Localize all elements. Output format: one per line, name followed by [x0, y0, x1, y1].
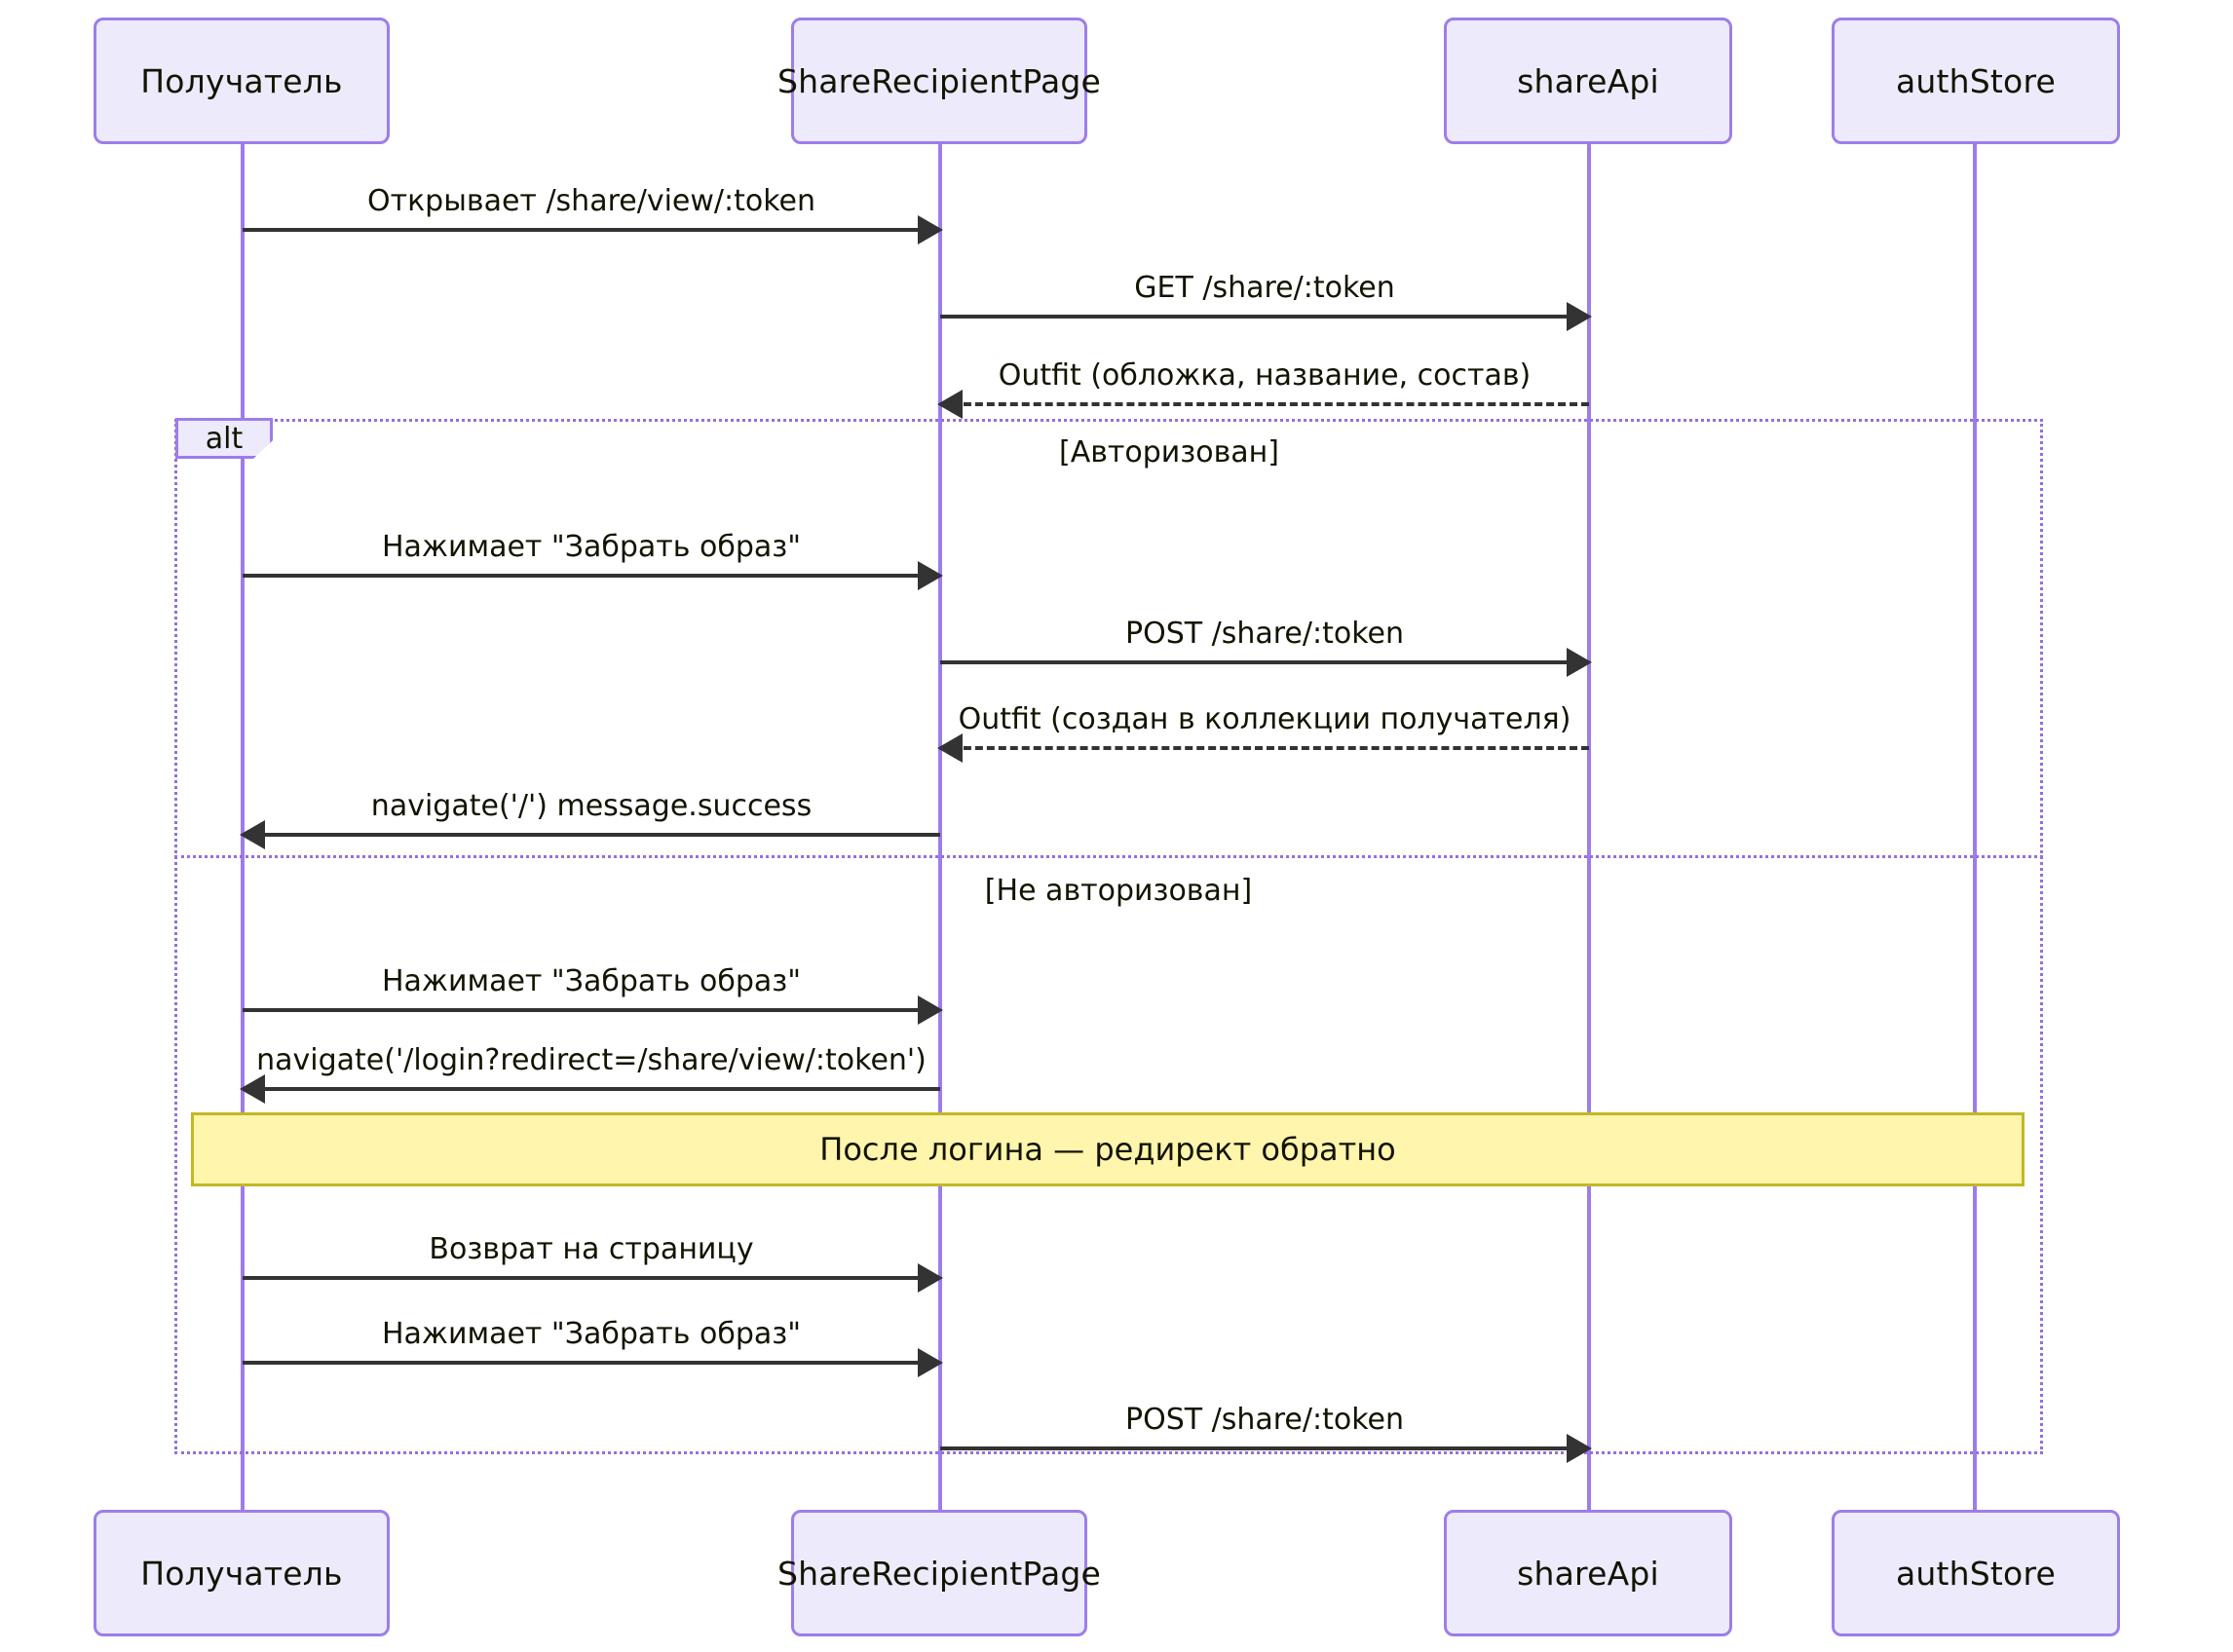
message-label: Нажимает "Забрать образ"	[381, 964, 802, 998]
alt-branch-condition-1: [Авторизован]	[1059, 435, 1279, 469]
message-line	[243, 574, 940, 578]
message-label: Outfit (обложка, название, состав)	[998, 358, 1532, 393]
message-line	[243, 1008, 940, 1012]
message-line	[243, 833, 940, 837]
participant-page-top[interactable]: ShareRecipientPage	[777, 18, 1101, 144]
participant-recipient-top[interactable]: Получатель	[94, 18, 390, 144]
message-label: GET /share/:token	[1134, 271, 1395, 305]
message-line	[243, 1276, 940, 1280]
arrowhead-left-icon	[240, 1074, 265, 1104]
alt-branch-condition-2: [Не авторизован]	[985, 874, 1252, 908]
lifeline-page	[938, 144, 942, 1512]
message-line	[940, 402, 1589, 406]
participant-label: ShareRecipientPage	[776, 1554, 1102, 1593]
message-label: Открывает /share/view/:token	[366, 184, 816, 218]
message-label: POST /share/:token	[1125, 1403, 1404, 1437]
note-text: После логина — редирект обратно	[819, 1131, 1396, 1168]
participant-label: ShareRecipientPage	[776, 61, 1102, 100]
participant-label: shareApi	[1517, 61, 1659, 100]
participant-shareapi-top[interactable]: shareApi	[1444, 18, 1732, 144]
alt-condition-text: [Не авторизован]	[984, 874, 1253, 908]
arrowhead-right-icon	[918, 561, 943, 590]
arrowhead-right-icon	[1567, 302, 1592, 331]
message-label: Нажимает "Забрать образ"	[381, 1317, 802, 1351]
participant-authstore-bottom[interactable]: authStore	[1832, 1510, 2120, 1636]
arrowhead-right-icon	[918, 995, 943, 1025]
message-label: Возврат на страницу	[429, 1232, 754, 1266]
arrowhead-right-icon	[1567, 1434, 1592, 1463]
participant-label: authStore	[1895, 1554, 2056, 1593]
arrowhead-right-icon	[918, 1263, 943, 1293]
message-label: POST /share/:token	[1125, 617, 1404, 651]
alt-condition-text: [Авторизован]	[1059, 435, 1279, 469]
message-line	[940, 660, 1589, 664]
message-line	[940, 1446, 1589, 1450]
arrowhead-right-icon	[918, 1348, 943, 1377]
message-label: Outfit (создан в коллекции получателя)	[958, 702, 1571, 736]
arrowhead-left-icon	[240, 820, 265, 849]
message-label: Нажимает "Забрать образ"	[381, 530, 802, 564]
arrowhead-left-icon	[937, 733, 963, 763]
participant-authstore-top[interactable]: authStore	[1832, 18, 2120, 144]
participant-recipient-bottom[interactable]: Получатель	[94, 1510, 390, 1636]
arrowhead-right-icon	[918, 215, 943, 244]
participant-shareapi-bottom[interactable]: shareApi	[1444, 1510, 1732, 1636]
alt-fragment-frame	[174, 419, 2043, 1454]
participant-label: Получатель	[140, 1554, 343, 1593]
message-line	[243, 228, 940, 232]
message-line	[940, 746, 1589, 750]
arrowhead-left-icon	[937, 390, 963, 419]
alt-tag-label: alt	[205, 421, 244, 456]
lifeline-authstore	[1973, 144, 1977, 1512]
participant-label: shareApi	[1517, 1554, 1659, 1593]
participant-label: Получатель	[140, 61, 343, 100]
message-line	[940, 315, 1589, 319]
message-line	[243, 1361, 940, 1365]
lifeline-shareapi	[1587, 144, 1591, 1512]
arrowhead-right-icon	[1567, 648, 1592, 677]
participant-page-bottom[interactable]: ShareRecipientPage	[777, 1510, 1101, 1636]
alt-fragment-divider	[174, 855, 2043, 858]
alt-fragment-tag: alt	[175, 418, 273, 459]
note-after-login: После логина — редирект обратно	[191, 1112, 2025, 1186]
message-line	[243, 1087, 940, 1091]
participant-label: authStore	[1895, 61, 2056, 100]
message-label: navigate('/') message.success	[370, 789, 813, 823]
message-label: navigate('/login?redirect=/share/view/:t…	[256, 1043, 927, 1077]
